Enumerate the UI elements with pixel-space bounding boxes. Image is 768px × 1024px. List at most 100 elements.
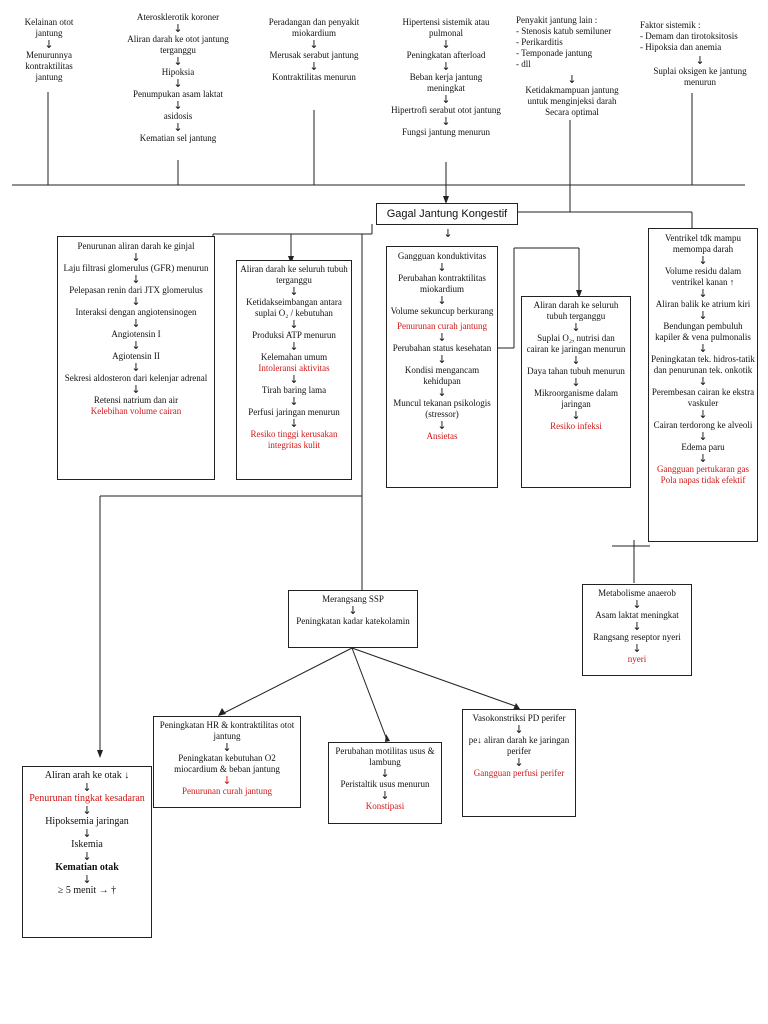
down-arrow-icon: ↓ xyxy=(82,781,92,794)
box-content: Gangguan konduktivitas ↓ Perubahan kontr… xyxy=(390,247,494,442)
text: Rangsang reseptor nyeri xyxy=(593,632,681,642)
text: Kondisi mengancam kehidupan xyxy=(404,365,480,386)
text: Suplai O₂, nutrisi dan cairan ke jaringa… xyxy=(526,333,626,354)
text: Iskemia xyxy=(71,839,103,850)
text: Peningkatan afterload xyxy=(406,50,486,60)
text: Perubahan kontraktilitas miokardium xyxy=(398,273,486,294)
text: Peristaltik usus menurun xyxy=(340,779,430,789)
box-gangguan-konduktivitas: Gangguan konduktivitas ↓ Perubahan kontr… xyxy=(386,246,498,488)
text: Angiotensin I xyxy=(111,329,161,339)
text: Vasokonstriksi PD perifer xyxy=(472,713,566,723)
down-arrow-icon: ↓ xyxy=(698,342,708,355)
box-content: Peningkatan HR & kontraktilitas otot jan… xyxy=(157,717,297,797)
diagnosis-label: Konstipasi xyxy=(365,801,405,811)
box-content: Aliran arah ke otak ↓ ↓ Penurunan tingka… xyxy=(25,767,149,897)
down-arrow-icon: ↓ xyxy=(131,383,141,396)
text: Kelemahan umum xyxy=(260,352,328,362)
list: - Demam dan tirotoksitosis - Hipoksia da… xyxy=(640,31,760,53)
text: Volume residu dalam ventrikel kanan ↑ xyxy=(664,266,742,287)
text: Volume sekuncup berkurang xyxy=(390,306,494,316)
box-content: Metabolisme anaerob ↓ Asam laktat mening… xyxy=(585,585,689,665)
text: Daya tahan tubuh menurun xyxy=(527,366,625,376)
text: Mikroorganisme dalam jaringan xyxy=(533,388,619,409)
diagnosis-label: Gangguan pertukaran gas Pola napas tidak… xyxy=(657,464,749,485)
box-ventrikel: Ventrikel tdk mampu memompa darah ↓ Volu… xyxy=(648,228,758,542)
text: Cairan terdorong ke alveoli xyxy=(653,420,753,430)
down-arrow-icon: ↓ xyxy=(441,93,451,106)
down-arrow-icon: ↓ xyxy=(698,287,708,300)
down-arrow-icon: ↓ xyxy=(571,354,581,367)
box-vasokonstriksi: Vasokonstriksi PD perifer ↓ pe↓ aliran d… xyxy=(462,709,576,817)
down-arrow-icon: ↓ xyxy=(698,309,708,322)
down-arrow-icon: ↓ xyxy=(44,38,54,51)
list-item: - dll xyxy=(516,59,531,69)
text: Fungsi jantung menurun xyxy=(402,127,490,137)
box-peningkatan-hr: Peningkatan HR & kontraktilitas otot jan… xyxy=(153,716,301,808)
box-penurunan-aliran-ginjal: Penurunan aliran darah ke ginjal ↓ Laju … xyxy=(57,236,215,480)
box-aliran-ke-otak: Aliran arah ke otak ↓ ↓ Penurunan tingka… xyxy=(22,766,152,938)
down-arrow-icon: ↓ xyxy=(289,340,299,353)
text: Aliran darah ke seluruh tubuh terganggu xyxy=(240,264,348,285)
down-arrow-icon: ↓ xyxy=(380,767,390,780)
down-arrow-icon: ↓ xyxy=(173,55,183,68)
text: Laju filtrasi glomerulus (GFR) menurun xyxy=(63,263,209,273)
box-resiko-infeksi: Aliran darah ke seluruh tubuh terganggu … xyxy=(521,296,631,488)
text: Merusak serabut jantung xyxy=(269,50,359,60)
text: Penyakit jantung lain : xyxy=(516,15,598,25)
diagnosis-label: Ansietas xyxy=(426,431,458,441)
text: ≥ 5 menit → † xyxy=(57,885,117,896)
text: Perfusi jaringan menurun xyxy=(248,407,340,417)
text: Aliran arah ke otak ↓ xyxy=(44,770,130,781)
down-arrow-icon: ↓ xyxy=(695,54,705,67)
diagnosis-label: Gangguan perfusi perifer xyxy=(473,768,565,778)
list-item: - Demam dan tirotoksitosis xyxy=(640,31,738,41)
down-arrow-icon: ↓ xyxy=(571,409,581,422)
cause-hipertensi: Hipertensi sistemik atau pulmonal ↓ Peni… xyxy=(390,17,502,138)
box-content: Ventrikel tdk mampu memompa darah ↓ Volu… xyxy=(651,229,755,486)
down-arrow-icon: ↓ xyxy=(222,774,232,787)
diagnosis-label: nyeri xyxy=(627,654,647,664)
text: Gangguan konduktivitas xyxy=(397,251,487,261)
text: Penumpukan asam laktat xyxy=(133,89,223,99)
down-arrow-icon: ↓ xyxy=(441,38,451,51)
text: Suplai oksigen ke jantung menurun xyxy=(653,66,747,87)
text: Pelepasan renin dari JTX glomerulus xyxy=(69,285,203,295)
text: Perubahan status kesehatan xyxy=(392,343,492,353)
text: Retensi natrium dan air xyxy=(93,395,179,405)
down-arrow-icon: ↓ xyxy=(289,395,299,408)
text: Edema paru xyxy=(681,442,725,452)
cause-kelainan-otot: Kelainan otot jantung ↓ Menurunnya kontr… xyxy=(14,17,84,83)
box-aliran-darah-terganggu: Aliran darah ke seluruh tubuh terganggu … xyxy=(236,260,352,480)
diagnosis-label: Resiko infeksi xyxy=(550,421,602,431)
text: Hipoksemia jaringan xyxy=(45,816,129,827)
text: Peradangan dan penyakit miokardium xyxy=(268,17,360,38)
down-arrow-icon: ↓ xyxy=(441,60,451,73)
text: Merangsang SSP xyxy=(322,594,384,604)
diagnosis-label: Intoleransi aktivitas xyxy=(258,363,330,373)
text: Menurunnya kontraktilitas jantung xyxy=(25,50,73,82)
down-arrow-icon: ↓ xyxy=(173,99,183,112)
text: Hipertensi sistemik atau pulmonal xyxy=(402,17,490,38)
diagnosis-label: Penurunan curah jantung xyxy=(397,321,487,331)
down-arrow-icon: ↓ xyxy=(571,321,581,334)
cause-aterosklerotik: Aterosklerotik koroner ↓ Aliran darah ke… xyxy=(118,12,238,144)
box-content: Merangsang SSP ↓ Peningkatan kadar katek… xyxy=(291,591,415,627)
text: pe↓ aliran darah ke jaringan perifer xyxy=(468,735,570,756)
list-item: - Perikarditis xyxy=(516,37,563,47)
text: Perembesan cairan ke ekstra vaskuler xyxy=(651,387,755,408)
down-arrow-icon: ↓ xyxy=(289,318,299,331)
down-arrow-icon: ↓ xyxy=(289,285,299,298)
text: Perubahan motilitas usus & lambung xyxy=(335,746,435,767)
down-arrow-icon: ↓ xyxy=(222,741,232,754)
down-arrow-icon: ↓ xyxy=(380,789,390,802)
cause-penyakit-jantung-lain: Penyakit jantung lain : - Stenosis katub… xyxy=(516,15,628,118)
down-arrow-icon: ↓ xyxy=(571,376,581,389)
down-arrow-icon: ↓ xyxy=(348,604,358,617)
down-arrow-icon: ↓ xyxy=(443,227,453,240)
text: Hipertrofi serabut otot jantung xyxy=(391,105,501,115)
down-arrow-icon: ↓ xyxy=(131,317,141,330)
text: Agiotensin II xyxy=(112,351,160,361)
down-arrow-icon: ↓ xyxy=(173,121,183,134)
text: Tirah baring lama xyxy=(261,385,327,395)
box-content: Aliran darah ke seluruh tubuh terganggu … xyxy=(240,261,348,451)
